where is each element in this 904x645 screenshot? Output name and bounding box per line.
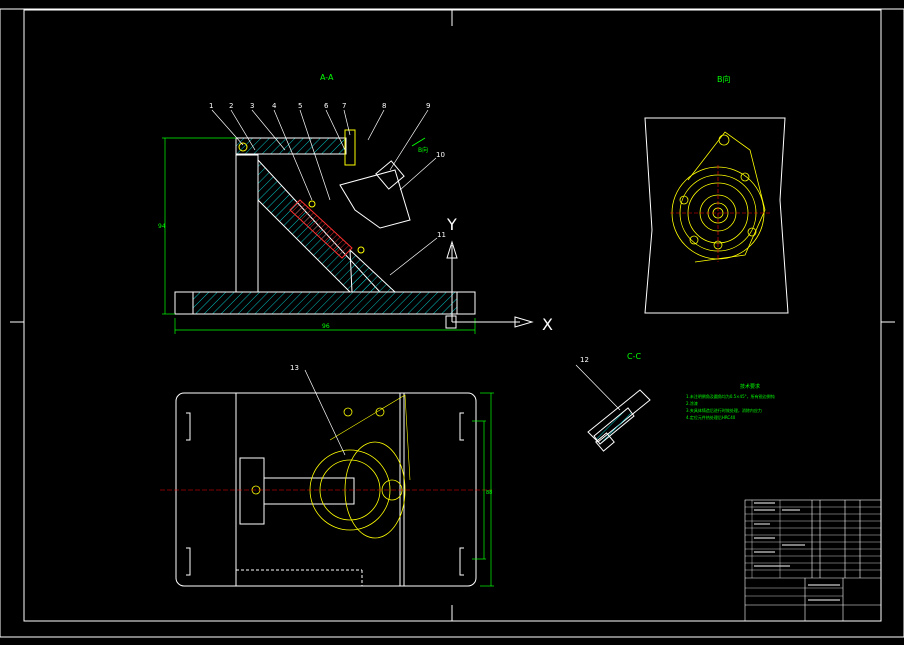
coordinate-axes: Y X [445, 215, 553, 334]
notes-title: 技术要求 [740, 383, 760, 390]
part-label: 9 [426, 102, 430, 110]
part-number-labels: 1 2 3 4 5 6 7 8 9 10 11 [209, 102, 446, 239]
part-label: 12 [580, 356, 589, 364]
part-label: 4 [272, 102, 277, 110]
dim-width: 96 [322, 323, 330, 330]
part-label: 3 [250, 102, 254, 110]
notes-line: 2.涂漆 [686, 400, 698, 406]
sheet-border [0, 8, 904, 638]
dim-height: 94 [158, 223, 166, 230]
view-b-arrow-label: B向 [418, 146, 428, 154]
notes-line: 4.定位元件热处理后HRC40 [686, 414, 736, 420]
notes-line: 1.未注明倒角及圆角均为0.5×45°，所有锐边倒钝 [686, 393, 775, 399]
part-label: 10 [436, 151, 445, 159]
section-cc-view: C-C 12 [575, 352, 651, 452]
technical-notes: 技术要求 1.未注明倒角及圆角均为0.5×45°，所有锐边倒钝 2.涂漆 3.夹… [686, 383, 775, 420]
part-label: 1 [209, 102, 213, 110]
part-label: 2 [229, 102, 233, 110]
view-b-title: B向 [717, 74, 731, 84]
part-label: 13 [290, 364, 299, 372]
section-aa-title: A-A [320, 73, 334, 82]
axis-x-label: X [542, 315, 553, 334]
title-block [744, 499, 882, 622]
plan-view: 13 88 [160, 364, 494, 587]
part-label: 11 [437, 231, 446, 239]
part-label: 7 [342, 102, 346, 110]
part-label: 5 [298, 102, 302, 110]
part-label: 8 [382, 102, 386, 110]
section-cc-title: C-C [627, 352, 641, 361]
axis-y-label: Y [446, 215, 457, 234]
part-label: 6 [324, 102, 329, 110]
section-aa-view: A-A [158, 73, 553, 334]
dim-plan-height: 88 [486, 490, 492, 496]
notes-line: 3.夹具体铸造后进行时效处理，消除内应力 [686, 407, 762, 413]
view-b: B向 [644, 74, 789, 314]
